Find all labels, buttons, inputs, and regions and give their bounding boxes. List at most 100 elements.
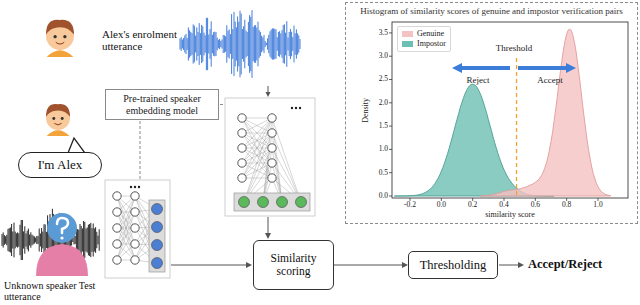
embedding-neuron <box>277 197 288 208</box>
region-label: Reject <box>467 76 490 86</box>
tick <box>389 126 392 127</box>
speech-bubble: I'm Alex <box>18 152 102 178</box>
tick-label: 2.5 <box>379 75 388 83</box>
region-label: Accept <box>537 76 562 86</box>
tick <box>389 32 392 33</box>
decision-output: Accept/Reject <box>528 258 602 272</box>
neuron <box>268 159 276 167</box>
weight <box>117 196 135 244</box>
arrow-shaft <box>268 86 269 93</box>
eye <box>61 117 64 120</box>
arrow <box>266 86 271 97</box>
axis-title: Density <box>362 97 371 122</box>
weight <box>272 133 282 202</box>
tick <box>389 56 392 57</box>
connector-line <box>334 265 403 266</box>
embedding-layer <box>149 200 165 272</box>
hair <box>46 104 70 117</box>
arrowhead <box>265 233 271 239</box>
leader-line <box>140 121 141 179</box>
tick <box>389 172 392 173</box>
ellipsis-dot <box>130 186 132 188</box>
arrow-shaft <box>518 66 568 70</box>
question-dot <box>60 236 63 239</box>
neuron <box>131 224 139 232</box>
eye <box>63 35 66 38</box>
ellipsis-dot <box>295 107 297 109</box>
embedding-layer <box>234 193 310 211</box>
neuron <box>113 224 121 232</box>
embedding-neuron <box>152 240 163 251</box>
model-box: Pre-trained speaker embedding model <box>105 89 219 120</box>
weight <box>244 133 272 202</box>
shoulders <box>47 130 70 136</box>
weight <box>242 118 272 133</box>
tick <box>389 79 392 80</box>
network-frame <box>105 180 170 278</box>
weight <box>242 163 272 178</box>
arrow <box>265 217 271 239</box>
tick-label: -0.2 <box>404 201 416 209</box>
weight <box>242 133 272 178</box>
tick-label: 1.0 <box>379 145 388 153</box>
node-label: Pre-trained speaker embedding model <box>110 93 214 116</box>
hair <box>46 20 74 35</box>
node-label: I'm Alex <box>38 157 83 173</box>
shoulders <box>47 50 74 57</box>
legend-label: Genuine <box>417 29 444 39</box>
tick <box>389 102 392 103</box>
embedding-neuron <box>239 197 250 208</box>
neuron <box>131 192 139 200</box>
neuron <box>113 256 121 264</box>
tick-label: 0.6 <box>531 201 540 209</box>
arrow-shaft <box>171 265 247 266</box>
threshold-label: Threshold <box>496 44 533 54</box>
arrow <box>452 63 510 73</box>
neuron <box>268 114 276 122</box>
chart-panel: Histogram of similarity scores of genuin… <box>345 2 638 224</box>
waveform-trace <box>180 10 300 78</box>
weight <box>117 212 135 260</box>
annotation: Alex's enrolment utterance <box>102 28 184 52</box>
weight <box>117 196 135 244</box>
ellipsis-dot <box>138 186 140 188</box>
arrowhead <box>266 92 271 97</box>
ellipsis-dot <box>134 186 136 188</box>
weight <box>242 133 272 178</box>
neuron <box>113 208 121 216</box>
ellipsis-dot <box>291 107 293 109</box>
impostor-curve <box>394 84 554 196</box>
neuron <box>238 144 246 152</box>
neuron <box>113 240 121 248</box>
process-box: Thresholding <box>408 251 498 279</box>
mouth <box>56 42 64 44</box>
threshold-line <box>516 58 517 198</box>
tick <box>389 149 392 150</box>
density-chart <box>389 22 628 201</box>
legend-label: Impostor <box>417 39 446 49</box>
legend-swatch <box>402 31 413 37</box>
tick-label: 0.0 <box>437 201 446 209</box>
arrow <box>518 63 576 73</box>
tick-label: 1.0 <box>593 201 602 209</box>
neuron <box>131 256 139 264</box>
weight <box>272 133 301 202</box>
embedding-neuron <box>152 204 163 215</box>
weight <box>242 163 272 178</box>
neuron <box>238 129 246 137</box>
eye <box>53 35 56 38</box>
head <box>47 213 77 243</box>
tick-label: 0.0 <box>379 192 388 200</box>
body <box>36 244 88 276</box>
node-label: Similarity scoring <box>258 252 329 278</box>
waveform <box>180 10 300 78</box>
weight <box>263 133 272 202</box>
plot-frame <box>392 22 628 198</box>
eye <box>52 117 55 120</box>
tick-label: 0.4 <box>499 201 508 209</box>
arrowhead <box>452 63 462 73</box>
neuron <box>131 240 139 248</box>
legend: GenuineImpostor <box>397 26 451 52</box>
arrowhead <box>566 63 576 73</box>
tick-label: 1.5 <box>379 122 388 130</box>
